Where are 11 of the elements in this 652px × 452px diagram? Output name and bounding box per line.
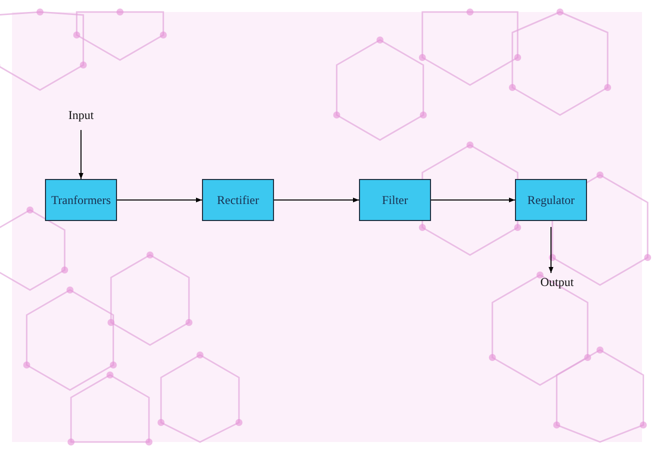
arrow	[116, 198, 202, 202]
arrow	[78, 130, 84, 180]
arrow	[430, 198, 516, 202]
arrow	[548, 226, 554, 274]
process-box: Filter	[359, 179, 431, 221]
process-box: Rectifier	[202, 179, 274, 221]
arrow	[274, 198, 360, 202]
terminal-label: Input	[62, 106, 100, 124]
process-box: Tranformers	[45, 179, 117, 221]
process-box: Regulator	[515, 179, 587, 221]
terminal-label: Output	[534, 273, 580, 291]
